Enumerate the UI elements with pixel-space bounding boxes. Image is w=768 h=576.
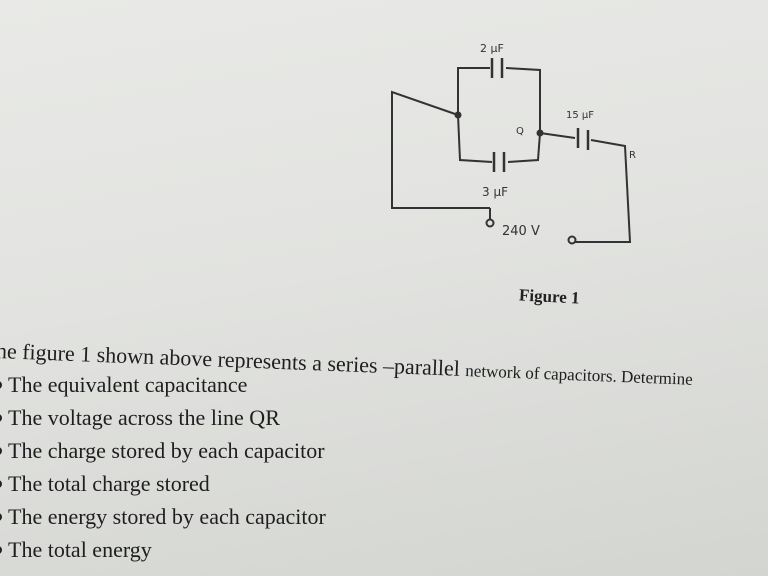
question-item: The total charge stored — [0, 467, 768, 500]
label-3uf: 3 μF — [482, 185, 508, 199]
junction-right — [536, 129, 544, 137]
label-source-voltage: 240 V — [502, 224, 540, 239]
terminal-right — [567, 235, 577, 245]
label-15uf: 15 μF — [566, 110, 594, 121]
circuit-figure: 2 μF 3 μF 15 μF Q R 240 V — [380, 30, 650, 270]
wire-top-branch — [457, 67, 490, 115]
wire-bottom-right — [507, 132, 541, 163]
wire-left-loop — [391, 90, 490, 209]
label-2uf: 2 μF — [480, 42, 504, 55]
circuit-diagram: 2 μF 3 μF 15 μF Q R 240 V — [391, 42, 636, 245]
junction-left — [454, 111, 462, 119]
question-item: The energy stored by each capacitor — [0, 500, 768, 533]
label-node-q: Q — [516, 126, 524, 137]
question-list: The equivalent capacitance The voltage a… — [0, 368, 768, 566]
question-item: The equivalent capacitance — [0, 368, 768, 401]
figure-caption: Figure 1 — [518, 285, 581, 308]
wire-right-loop — [575, 139, 632, 243]
question-item: The charge stored by each capacitor — [0, 434, 768, 467]
wire-q-to-15uf — [539, 132, 576, 139]
wire-top-right — [505, 67, 541, 133]
problem-text: he figure 1 shown above represents a ser… — [0, 338, 768, 566]
terminal-left — [485, 218, 495, 228]
wire-bottom-branch — [457, 114, 493, 163]
question-item: The total energy — [0, 533, 768, 566]
label-node-r: R — [629, 150, 636, 161]
question-item: The voltage across the line QR — [0, 401, 768, 434]
